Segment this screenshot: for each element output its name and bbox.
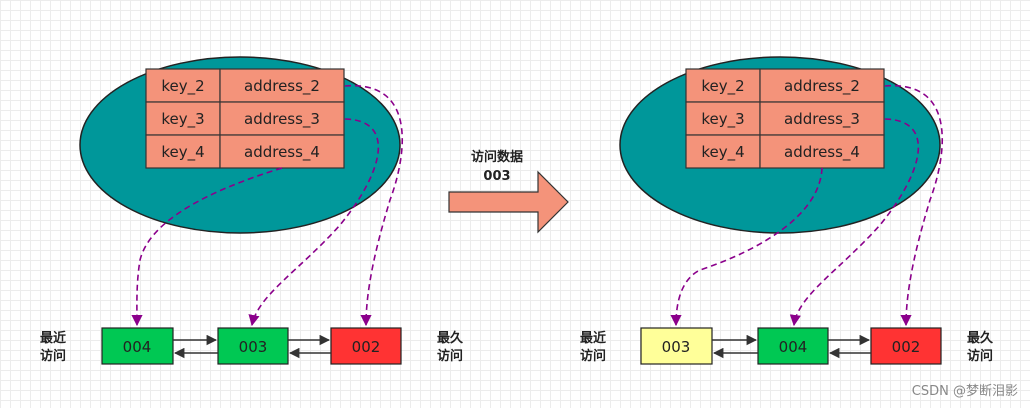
key-label: key_4 bbox=[701, 143, 744, 162]
watermark: CSDN @梦断泪影 bbox=[912, 384, 1018, 399]
key-cell bbox=[145, 134, 221, 169]
address-cell bbox=[759, 101, 885, 136]
before-panel: key_2 address_2 key_3 address_3 key_4 ad… bbox=[40, 56, 464, 365]
label-least-recent-line1: 最久 bbox=[437, 330, 464, 346]
label-least-recent-line2: 访问 bbox=[437, 348, 463, 364]
label-most-recent-line2: 访问 bbox=[580, 348, 606, 364]
key-label: key_3 bbox=[161, 110, 204, 129]
address-label: address_3 bbox=[244, 110, 320, 129]
key-cell bbox=[145, 101, 221, 136]
address-label: address_4 bbox=[784, 143, 860, 162]
node-label: 003 bbox=[662, 338, 691, 356]
node-label: 004 bbox=[123, 338, 152, 356]
list-node-003 bbox=[640, 327, 713, 365]
node-label: 002 bbox=[352, 338, 381, 356]
pointer-address3-to-003 bbox=[789, 118, 919, 327]
transition: 访问数据 003 bbox=[448, 149, 569, 234]
list-node-002 bbox=[330, 327, 402, 365]
hash-entry-before-2: key_4 address_4 bbox=[145, 134, 345, 169]
transition-label-line1: 访问数据 bbox=[471, 149, 523, 165]
key-label: key_3 bbox=[701, 110, 744, 129]
list-node-004 bbox=[757, 327, 829, 365]
node-label: 004 bbox=[779, 338, 808, 356]
address-cell bbox=[219, 68, 345, 103]
key-label: key_2 bbox=[701, 77, 744, 96]
list-node-002 bbox=[870, 327, 942, 365]
hash-entry-before-1: key_3 address_3 bbox=[145, 101, 345, 136]
address-label: address_3 bbox=[784, 110, 860, 129]
after-panel: key_2 address_2 key_3 address_3 key_4 ad… bbox=[580, 56, 994, 365]
hash-entry-after-0: key_2 address_2 bbox=[685, 68, 885, 103]
hash-entry-before-0: key_2 address_2 bbox=[145, 68, 345, 103]
label-most-recent-line1: 最近 bbox=[580, 330, 606, 346]
address-label: address_2 bbox=[244, 77, 320, 96]
pointer-address3-to-003 bbox=[248, 118, 379, 327]
transition-label-line2: 003 bbox=[483, 169, 510, 184]
address-label: address_4 bbox=[244, 143, 320, 162]
key-label: key_2 bbox=[161, 77, 204, 96]
key-cell bbox=[685, 134, 761, 169]
hash-entry-after-2: key_4 address_4 bbox=[685, 134, 885, 169]
pointer-address4-to-004 bbox=[670, 167, 823, 327]
key-label: key_4 bbox=[161, 143, 204, 162]
transition-arrow bbox=[448, 170, 569, 234]
key-cell bbox=[145, 68, 221, 103]
node-label: 002 bbox=[892, 338, 921, 356]
label-least-recent-line2: 访问 bbox=[967, 348, 993, 364]
label-least-recent-line1: 最久 bbox=[967, 330, 994, 346]
label-most-recent-line1: 最近 bbox=[40, 330, 66, 346]
address-label: address_2 bbox=[784, 77, 860, 96]
label-most-recent-line2: 访问 bbox=[40, 348, 66, 364]
node-label: 003 bbox=[239, 338, 268, 356]
pointer-address4-to-004 bbox=[131, 167, 283, 327]
address-cell bbox=[759, 134, 885, 169]
list-node-003 bbox=[217, 327, 289, 365]
list-node-004 bbox=[101, 327, 174, 365]
hash-entry-after-1: key_3 address_3 bbox=[685, 101, 885, 136]
address-cell bbox=[759, 68, 885, 103]
